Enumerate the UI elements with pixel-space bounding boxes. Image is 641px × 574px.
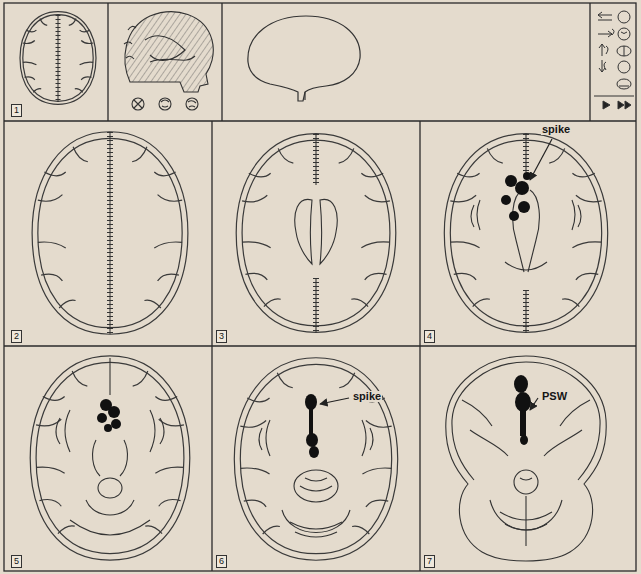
panel-number: 1 xyxy=(11,104,22,117)
axial-slice-2 xyxy=(32,132,188,335)
axial-slice-3 xyxy=(236,134,396,333)
source-spots-7 xyxy=(514,375,531,445)
panel-number: 3 xyxy=(216,330,227,343)
axial-slice-4 xyxy=(444,134,607,333)
source-spots-5 xyxy=(97,399,121,432)
axial-slice-5 xyxy=(30,356,190,560)
panel-frames xyxy=(4,3,636,571)
panel-number: 5 xyxy=(11,555,22,568)
leader-lines xyxy=(320,139,552,410)
sagittal-brain-outline xyxy=(248,16,360,101)
axial-slice-6 xyxy=(234,358,397,561)
source-spots-6 xyxy=(305,394,319,458)
panel-number: 2 xyxy=(11,330,22,343)
panel-number: 6 xyxy=(216,555,227,568)
axial-brain-small xyxy=(20,12,96,105)
view-icons xyxy=(594,11,634,109)
panel-number: 4 xyxy=(424,330,435,343)
source-spots-4 xyxy=(501,172,531,221)
head-profile xyxy=(124,12,213,110)
callout-label: spike xyxy=(541,124,571,135)
callout-label: PSW xyxy=(541,391,568,402)
axial-slice-7 xyxy=(446,356,606,561)
panel-number: 7 xyxy=(424,555,435,568)
callout-label: spike xyxy=(352,391,382,402)
